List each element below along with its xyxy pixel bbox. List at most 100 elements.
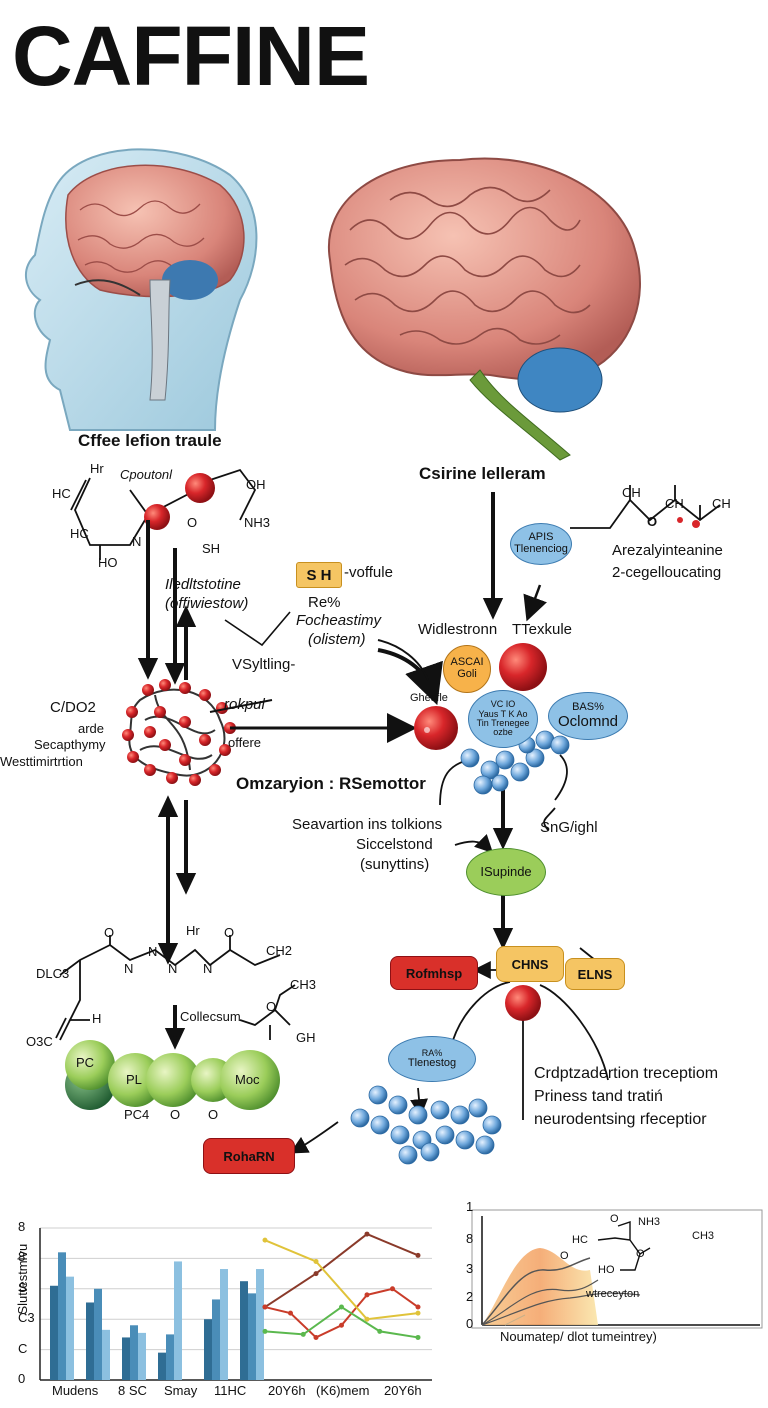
y-tick-label: C3 bbox=[18, 1310, 35, 1326]
data-point bbox=[313, 1334, 319, 1340]
bar bbox=[102, 1329, 110, 1380]
data-point bbox=[377, 1328, 383, 1334]
mol-oh: OH bbox=[246, 477, 266, 492]
mol-op: O bbox=[187, 515, 198, 530]
middle-line-2: Focheastimy bbox=[296, 612, 382, 629]
data-point bbox=[262, 1304, 268, 1310]
tlenestog-label: RA% bbox=[421, 1047, 443, 1058]
chart2-mol-c: O bbox=[560, 1250, 569, 1262]
bar bbox=[248, 1293, 256, 1380]
rofmhsp-box: Rofmhsp bbox=[390, 956, 478, 990]
tlenestog-node: RA%Tlenestog bbox=[388, 1036, 476, 1082]
series-line bbox=[264, 1287, 419, 1339]
series-line bbox=[264, 1239, 419, 1321]
below-o1: O bbox=[170, 1107, 181, 1122]
side-label-1: Iledltstotine bbox=[165, 576, 241, 593]
red-atom bbox=[414, 706, 458, 750]
x-tick-label: (K6)mem bbox=[316, 1383, 370, 1398]
texkule-label: TTexkule bbox=[512, 621, 573, 638]
lmol-n4: N bbox=[203, 961, 213, 976]
x-tick-label: Mudens bbox=[52, 1383, 99, 1398]
isupinde-label: ISupinde bbox=[480, 864, 532, 880]
lmol-n1: N bbox=[124, 961, 134, 976]
x-tick-label: 11HC bbox=[214, 1383, 247, 1398]
widlestron-label: Widlestronn bbox=[418, 621, 498, 638]
lmol-ch3: CH3 bbox=[290, 977, 317, 992]
roharn-box: RohaRN bbox=[203, 1138, 295, 1174]
chart2-mol-ch3: CH3 bbox=[692, 1230, 715, 1242]
mol-sh: SH bbox=[202, 541, 221, 556]
red-atom bbox=[144, 504, 170, 530]
seavartion-3: (sunyttins) bbox=[360, 856, 430, 873]
bar bbox=[212, 1299, 220, 1380]
data-point bbox=[300, 1331, 306, 1337]
y-tick-label: 2 bbox=[466, 1289, 474, 1304]
data-point bbox=[313, 1271, 319, 1277]
apis-sublabel: Tlenenciog bbox=[514, 543, 568, 555]
head-illustration bbox=[25, 148, 258, 431]
sh-label: -voffule bbox=[344, 564, 393, 581]
omzaryion-label: Omzaryion : RSemottor bbox=[236, 774, 426, 793]
mol-n: N bbox=[132, 534, 142, 549]
bar bbox=[138, 1332, 146, 1380]
x-tick-label: Smay bbox=[164, 1383, 198, 1398]
chart2-mol-o2: O bbox=[636, 1248, 645, 1260]
page-title: CAFFINE bbox=[12, 9, 370, 103]
desc-line-1: Crdptzadertion treceptiom bbox=[534, 1065, 719, 1082]
series-line bbox=[264, 1232, 419, 1308]
y-tick-label: 0 bbox=[466, 1316, 474, 1331]
desc-line-2: Priness tand tratiń bbox=[534, 1088, 663, 1105]
lmol-collecsum: Collecsum bbox=[180, 1009, 241, 1024]
vsy-label: VSyltling- bbox=[232, 656, 296, 673]
basx-node: BAS%Oclomnd bbox=[548, 692, 628, 740]
x-tick-label: 8 SC bbox=[118, 1383, 147, 1398]
bar bbox=[86, 1302, 94, 1380]
sphere-pl: PL bbox=[126, 1072, 142, 1087]
bar bbox=[174, 1261, 182, 1380]
apis-label: APIS bbox=[528, 531, 554, 544]
rmol-ch2: CH bbox=[665, 496, 684, 511]
data-point bbox=[364, 1231, 370, 1237]
seavartion-1: Seavartion ins tolkions bbox=[292, 816, 443, 833]
ascan-label: ASCAI bbox=[450, 656, 484, 669]
rmol-ch1: CH bbox=[622, 485, 641, 500]
cluster-label-1: C/DO2 bbox=[50, 699, 96, 716]
middle-line-1: Re% bbox=[308, 594, 341, 611]
lmol-o4: O bbox=[266, 999, 277, 1014]
y-tick-label: 8 bbox=[18, 1219, 26, 1234]
mol-hc: HC bbox=[52, 486, 71, 501]
data-point bbox=[339, 1322, 344, 1328]
isupinde-node: ISupinde bbox=[466, 848, 546, 896]
data-point bbox=[288, 1310, 293, 1316]
cluster-label-4: Westtimirtrtion bbox=[0, 754, 83, 769]
data-point bbox=[313, 1258, 319, 1264]
mol-hr: Hr bbox=[90, 461, 104, 476]
vc-line-3: Tin Trenegee bbox=[476, 718, 530, 728]
lmol-h: H bbox=[92, 1011, 102, 1026]
vc-line-1: VC IO bbox=[490, 699, 516, 710]
data-point bbox=[415, 1310, 421, 1316]
cluster-right-2: offere bbox=[228, 735, 262, 750]
snghl-label: SnG/ighl bbox=[540, 819, 598, 836]
lmol-dlc3: DLC3 bbox=[36, 966, 70, 981]
chart2-xlabel: Noumatep/ dlot tumeintrey) bbox=[500, 1329, 657, 1344]
bar bbox=[66, 1276, 74, 1380]
basx-sublabel: Oclomnd bbox=[557, 712, 619, 730]
chart2-mol-nh3: NH3 bbox=[638, 1216, 661, 1228]
chart2-mol-hc: HC bbox=[572, 1234, 588, 1246]
bar bbox=[220, 1269, 228, 1380]
vc-line-4: ozbe bbox=[493, 727, 513, 738]
data-point bbox=[415, 1252, 421, 1258]
lmol-ch2: CH2 bbox=[266, 943, 293, 958]
mol-label: Cpoutonl bbox=[120, 467, 173, 482]
lmol-n2: N bbox=[148, 944, 158, 959]
y-tick-label: C bbox=[18, 1340, 28, 1356]
rmol-name: Arezalyinteanine bbox=[612, 542, 723, 559]
bar bbox=[122, 1337, 130, 1380]
x-tick-label: 20Y6h bbox=[268, 1383, 306, 1398]
